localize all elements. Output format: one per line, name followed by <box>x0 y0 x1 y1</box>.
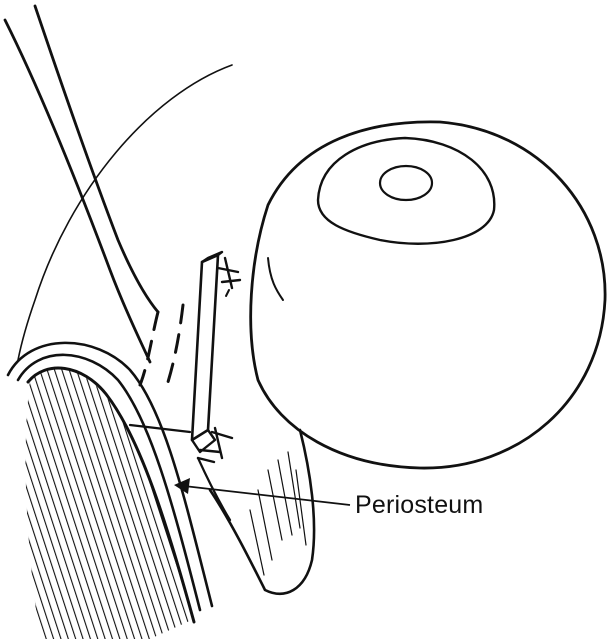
periosteum-label: Periosteum <box>355 491 484 519</box>
suture-upper <box>216 256 242 297</box>
tarsal-tissue <box>208 428 316 596</box>
suture-lower <box>196 426 234 464</box>
muscle-strap <box>3 4 160 364</box>
implant-strip <box>190 250 224 454</box>
periosteum-leader-arrow <box>174 478 351 506</box>
eyeball <box>249 120 607 470</box>
suture-strand <box>128 423 192 434</box>
dashed-path <box>138 303 185 387</box>
orbital-rim-arc <box>17 64 233 361</box>
pupil <box>378 164 434 202</box>
orbital-bone <box>6 341 214 639</box>
